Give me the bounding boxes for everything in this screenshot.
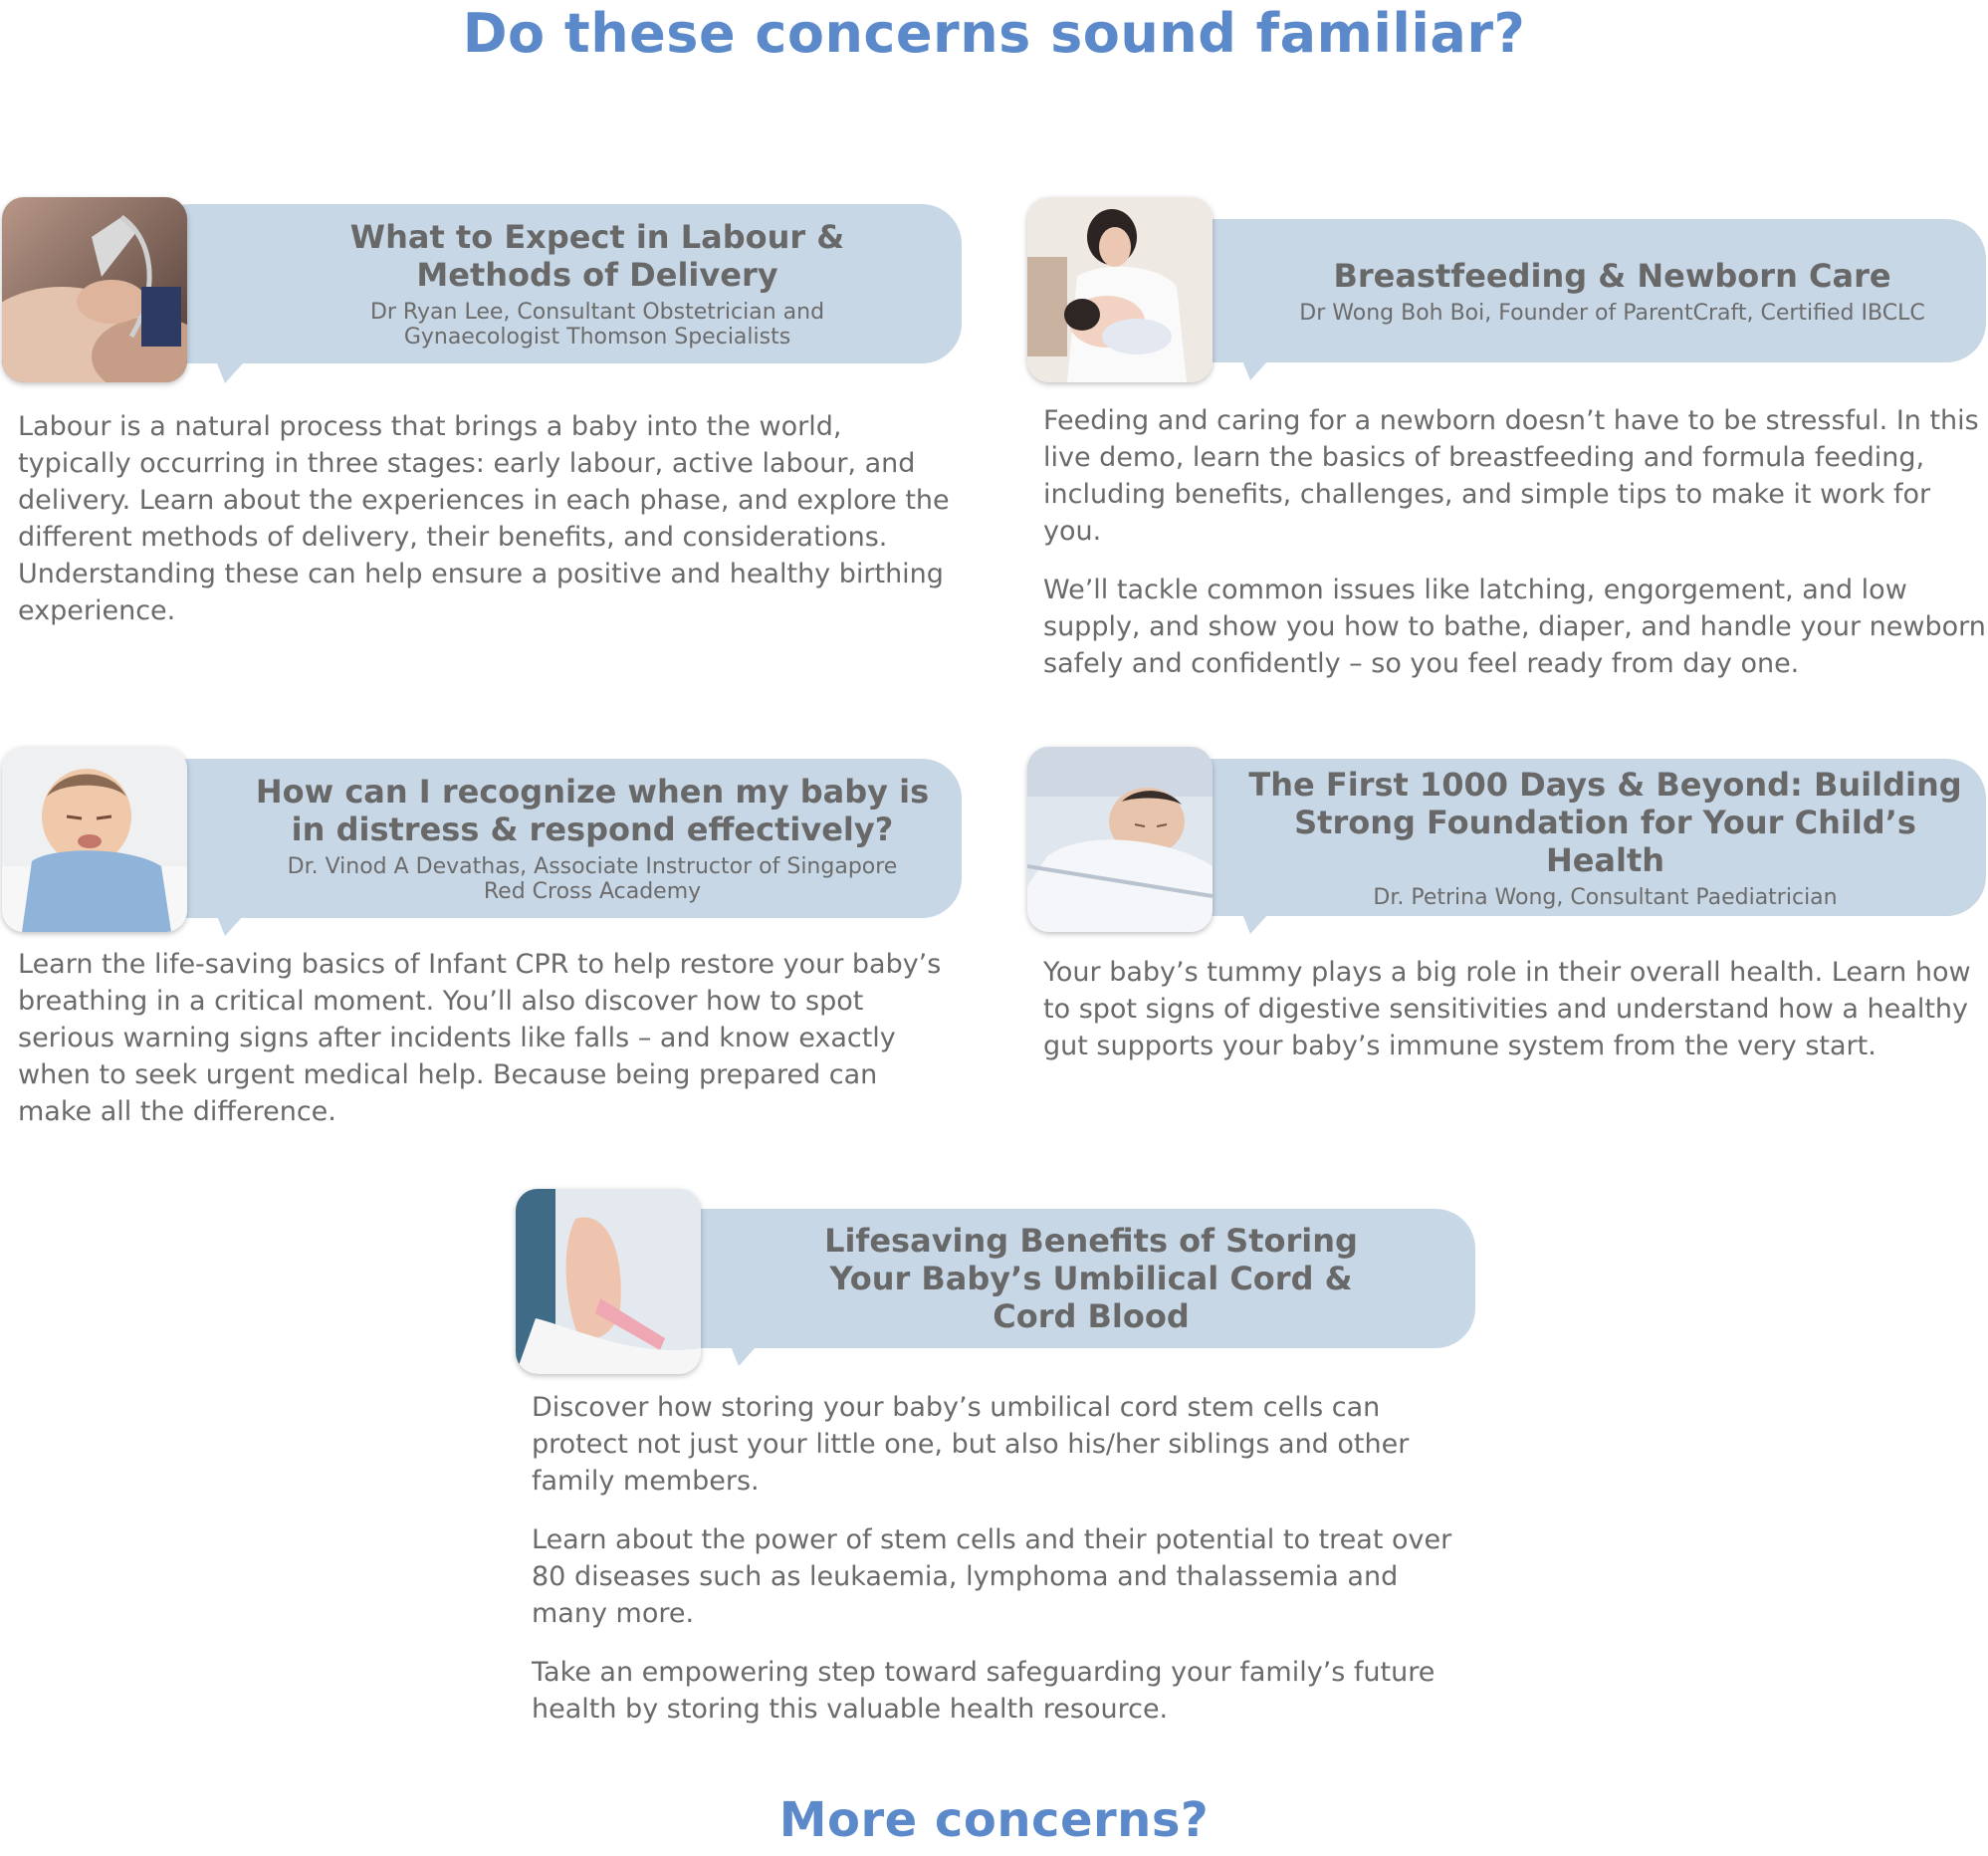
- bubble-tail: [217, 363, 243, 383]
- topic-description: Feeding and caring for a newborn doesn’t…: [1043, 402, 1988, 704]
- baby-foot-photo: [516, 1189, 701, 1374]
- topic-title: The First 1000 Days & Beyond: Building S…: [1248, 765, 1962, 879]
- ultrasound-photo: [2, 197, 187, 382]
- description-paragraph: Your baby’s tummy plays a big role in th…: [1043, 957, 1971, 1061]
- page-title: Do these concerns sound familiar?: [462, 2, 1526, 65]
- topic-description: Your baby’s tummy plays a big role in th…: [1043, 954, 1979, 1086]
- topic-title: What to Expect in Labour & Methods of De…: [349, 218, 845, 294]
- topic-description: Learn the life-saving basics of Infant C…: [18, 946, 959, 1152]
- breastfeeding-photo: [1027, 197, 1213, 382]
- sleeping-newborn-photo: [1027, 747, 1213, 932]
- speaker-name: Dr. Petrina Wong, Consultant Paediatrici…: [1373, 884, 1838, 910]
- description-paragraph: Learn the life-saving basics of Infant C…: [18, 949, 942, 1127]
- description-paragraph: Take an empowering step toward safeguard…: [532, 1657, 1436, 1725]
- topic-title: Breastfeeding & Newborn Care: [1333, 256, 1891, 295]
- topic-bubble: Breastfeeding & Newborn Care Dr Wong Boh…: [1175, 219, 1986, 362]
- description-paragraph: Discover how storing your baby’s umbilic…: [532, 1392, 1410, 1497]
- topic-bubble: Lifesaving Benefits of Storing Your Baby…: [663, 1209, 1475, 1348]
- topic-title: How can I recognize when my baby is in d…: [255, 773, 930, 848]
- crying-baby-photo: [2, 747, 187, 932]
- bubble-tail: [217, 916, 243, 936]
- topic-description: Discover how storing your baby’s umbilic…: [532, 1389, 1462, 1749]
- more-concerns-heading: More concerns?: [778, 1792, 1210, 1848]
- bubble-tail: [1242, 360, 1268, 380]
- bubble-tail: [1242, 914, 1268, 934]
- topic-bubble: The First 1000 Days & Beyond: Building S…: [1175, 759, 1986, 916]
- description-paragraph: We’ll tackle common issues like latching…: [1043, 575, 1986, 679]
- description-paragraph: Learn about the power of stem cells and …: [532, 1524, 1452, 1629]
- speaker-name: Dr. Vinod A Devathas, Associate Instruct…: [287, 854, 898, 904]
- description-paragraph: Feeding and caring for a newborn doesn’t…: [1043, 405, 1979, 547]
- bubble-tail: [731, 1346, 757, 1366]
- topic-bubble: How can I recognize when my baby is in d…: [149, 759, 962, 918]
- topic-title: Lifesaving Benefits of Storing Your Baby…: [824, 1222, 1358, 1335]
- speaker-name: Dr Ryan Lee, Consultant Obstetrician and…: [369, 300, 825, 349]
- topic-description: Labour is a natural process that brings …: [18, 408, 954, 651]
- speaker-name: Dr Wong Boh Boi, Founder of ParentCraft,…: [1299, 300, 1925, 326]
- topic-bubble: What to Expect in Labour & Methods of De…: [149, 204, 962, 363]
- description-paragraph: Labour is a natural process that brings …: [18, 411, 950, 626]
